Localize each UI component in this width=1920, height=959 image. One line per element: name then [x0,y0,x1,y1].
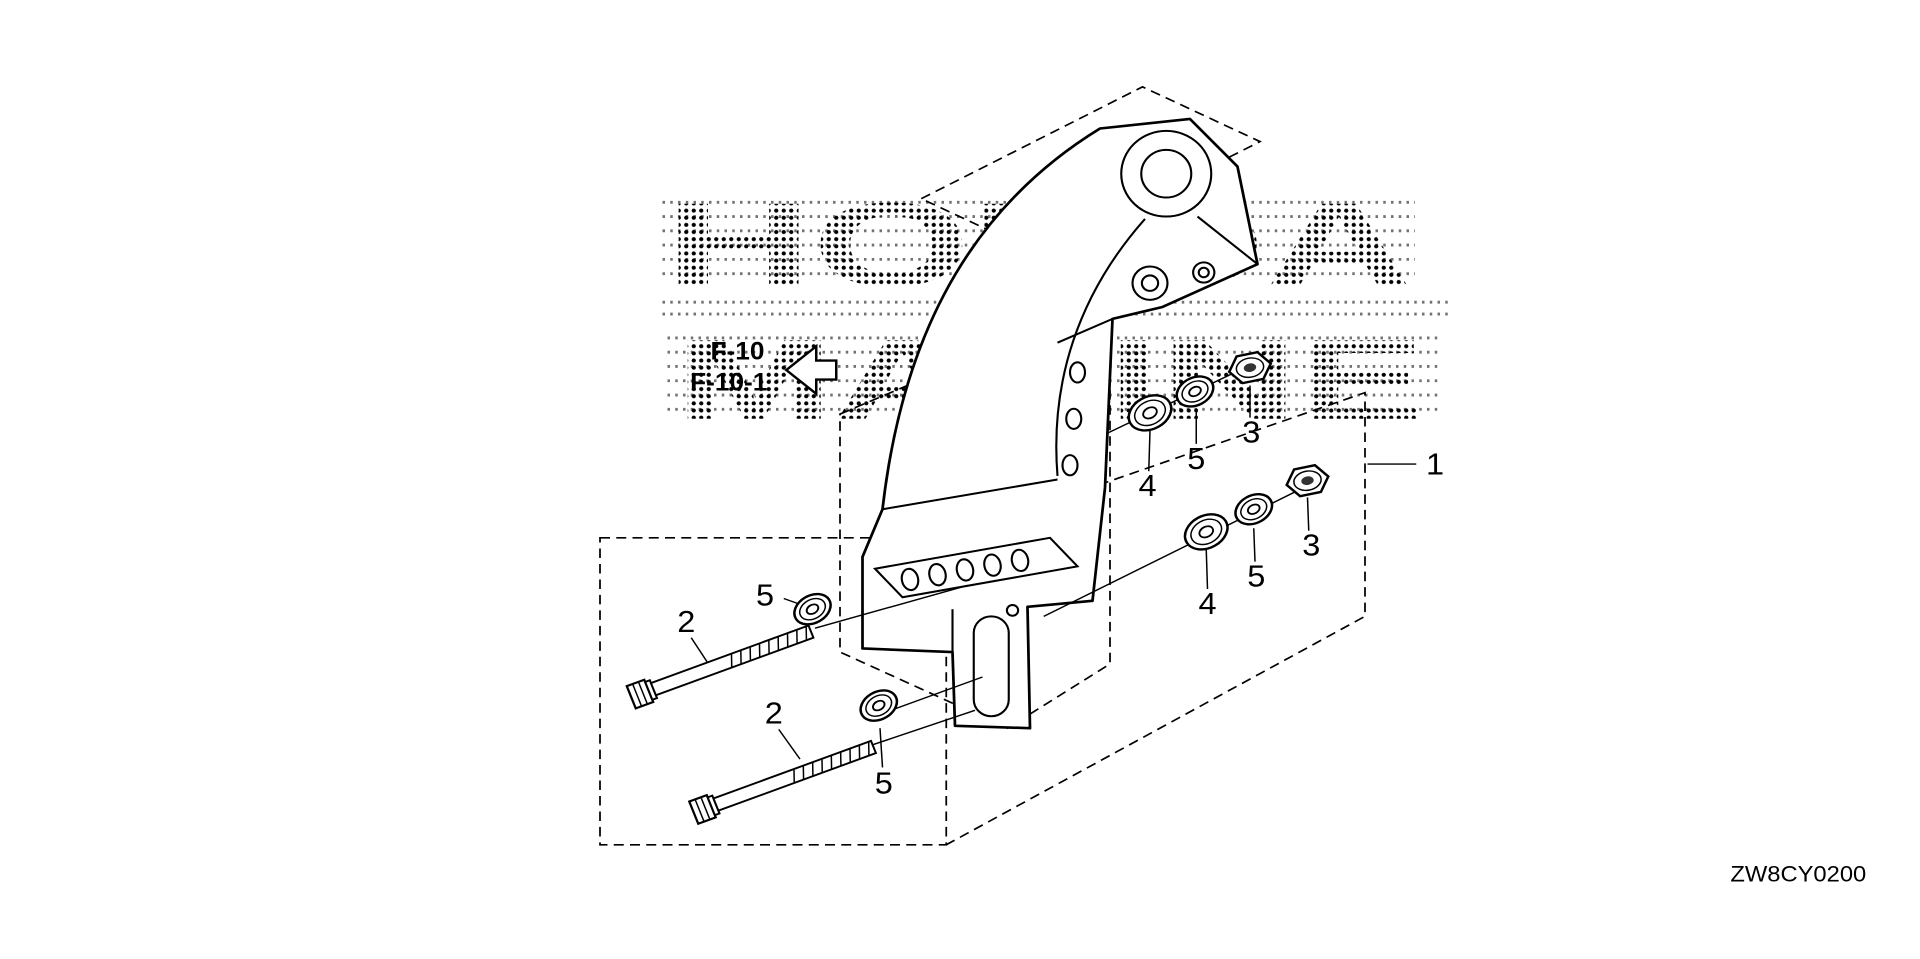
gusset-ring-inner [1197,266,1210,279]
callout-leader-lines [690,385,1417,768]
plate-hole-1 [1068,361,1087,384]
cross-reference-label-primary[interactable]: F-10 [711,338,765,365]
spring-washer-bolt-upper [793,592,832,626]
callout-5-washer-b[interactable]: 5 [875,765,893,800]
pivot-boss-outer [1120,129,1213,218]
callout-3-nut-lower[interactable]: 3 [1302,527,1320,562]
spring-washer-bolt-lower [859,689,899,722]
pivot-boss-hole [1140,148,1193,199]
plate-hole-2 [1065,407,1083,430]
bolt-threads [730,626,808,668]
bracket-silhouette [861,117,1259,730]
callout-4-washer-lower[interactable]: 4 [1198,586,1216,621]
part-callouts: 1 2 2 3 3 4 4 5 5 5 5 [677,414,1444,800]
mount-foot-slots [900,548,1030,592]
arm-inner-edge [1055,218,1146,477]
callout-1-assembly[interactable]: 1 [1426,446,1444,481]
callout-3-nut-upper[interactable]: 3 [1242,414,1260,449]
cross-reference-label-secondary[interactable]: F-10-1 [690,369,767,396]
callout-2-bolt-upper[interactable]: 2 [677,604,695,639]
cross-reference[interactable]: F-10 F-10-1 [690,338,838,397]
mount-foot-strip [872,536,1080,599]
gusset-hole-inner [1140,274,1160,292]
watermark-halftone-stripes [662,200,1450,411]
hex-bolt-upper [625,624,815,710]
hex-nut-lower [1285,463,1330,498]
plate-hole-3 [1061,454,1079,477]
gusset-edge [1196,215,1259,265]
hex-bolt-lower [687,739,878,826]
lower-plate-hole [1005,604,1020,617]
callout-4-washer-upper[interactable]: 4 [1138,468,1156,503]
left-arrow-icon [784,343,838,397]
spring-washer-upper [1175,375,1215,408]
stern-bracket [861,117,1259,730]
callout-5-washer-c[interactable]: 5 [1187,441,1205,476]
drawing-number: ZW8CY0200 [1730,861,1866,886]
hex-nut-upper [1227,350,1273,385]
callout-2-bolt-lower[interactable]: 2 [765,695,783,730]
bolt-threads [793,741,870,783]
callout-5-washer-a[interactable]: 5 [756,577,774,612]
lower-plate-slot [972,615,1010,718]
spring-washer-lower [1234,493,1274,526]
gusset-hole-outer [1131,265,1169,301]
body-top-edge [882,478,1058,511]
callout-5-washer-d[interactable]: 5 [1247,558,1265,593]
plate-top-edge [1057,317,1113,344]
gusset-ring-outer [1192,261,1216,284]
plain-washer-lower [1183,513,1229,551]
plain-washer-upper [1127,394,1173,432]
